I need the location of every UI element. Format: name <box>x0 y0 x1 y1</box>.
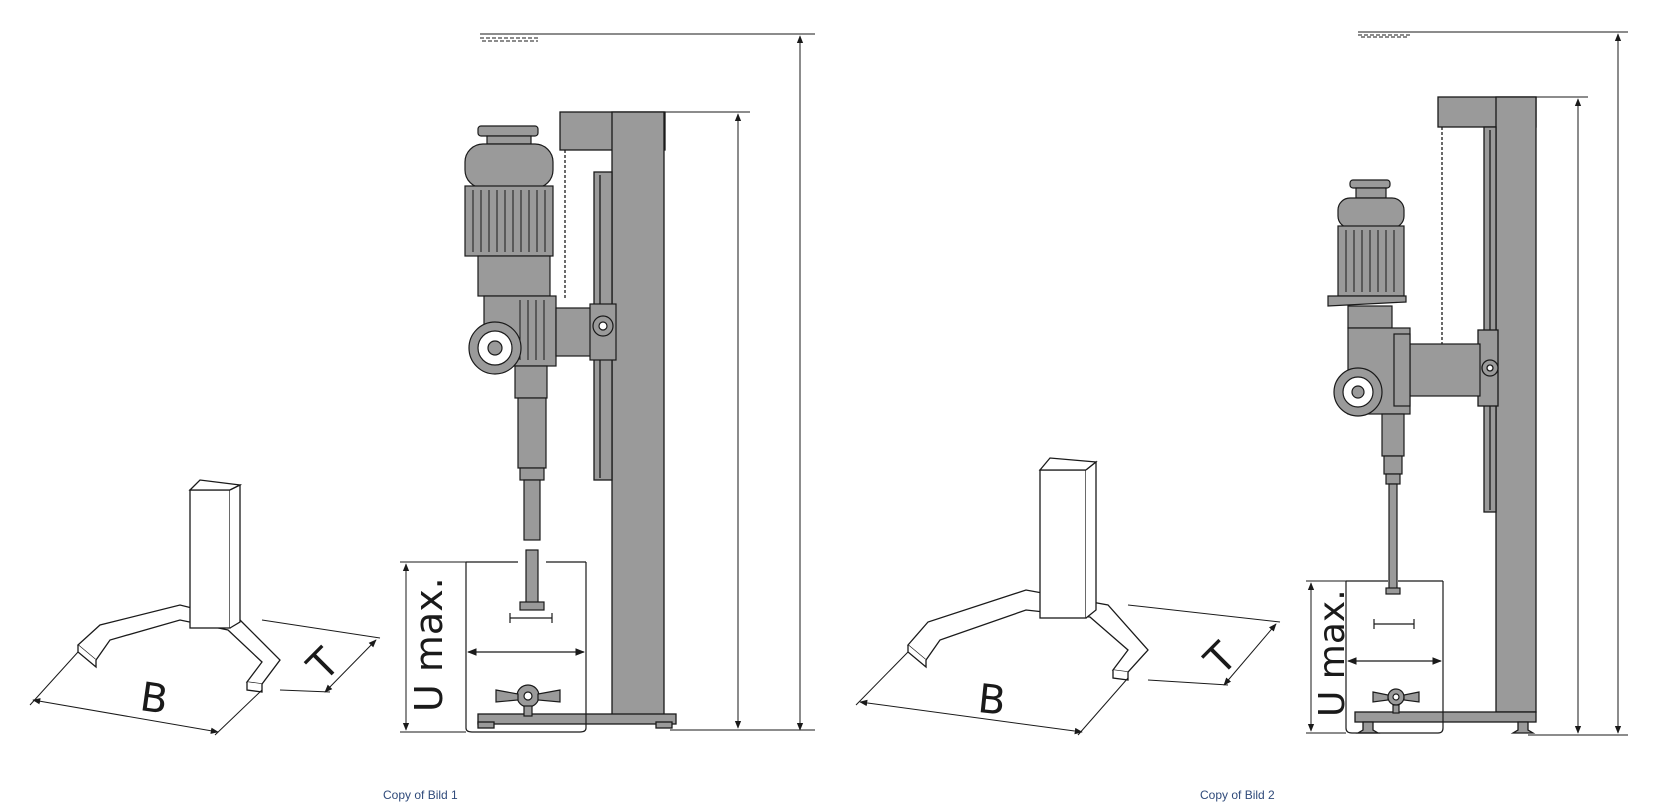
column-block <box>189 489 231 629</box>
base-plate <box>77 604 281 685</box>
dimension-overall-height <box>1358 31 1628 736</box>
diagram-2: B T <box>855 31 1628 736</box>
caption: Copy of Bild 2 <box>1200 788 1275 802</box>
figure-2: B T <box>828 0 1656 811</box>
dimension-u-max <box>400 561 466 733</box>
dimension-depth <box>1127 604 1281 686</box>
stand-column <box>1354 96 1537 734</box>
caption: Copy of Bild 1 <box>383 788 458 802</box>
label-u-max: U max. <box>407 577 451 712</box>
diagram-1: B T <box>29 33 815 736</box>
label-width: B <box>976 676 1008 725</box>
motor-unit <box>464 125 617 611</box>
vessel <box>1345 580 1444 734</box>
figure-1: B T <box>29 33 815 802</box>
dimension-width <box>855 651 1129 736</box>
label-width: B <box>137 674 171 723</box>
label-depth: T <box>1195 634 1246 685</box>
label-depth: T <box>298 639 349 690</box>
base-plate <box>907 589 1149 673</box>
motor-unit <box>1327 179 1481 595</box>
dimension-depth <box>261 619 381 693</box>
footprint-sketch <box>907 457 1149 681</box>
dimension-overall-height <box>480 33 815 731</box>
column-block <box>1039 469 1087 619</box>
footprint-sketch <box>77 479 281 693</box>
dimension-width <box>29 651 263 736</box>
dimension-u-max <box>1306 580 1346 734</box>
label-u-max: U max. <box>1312 589 1353 717</box>
vessel <box>465 561 587 733</box>
